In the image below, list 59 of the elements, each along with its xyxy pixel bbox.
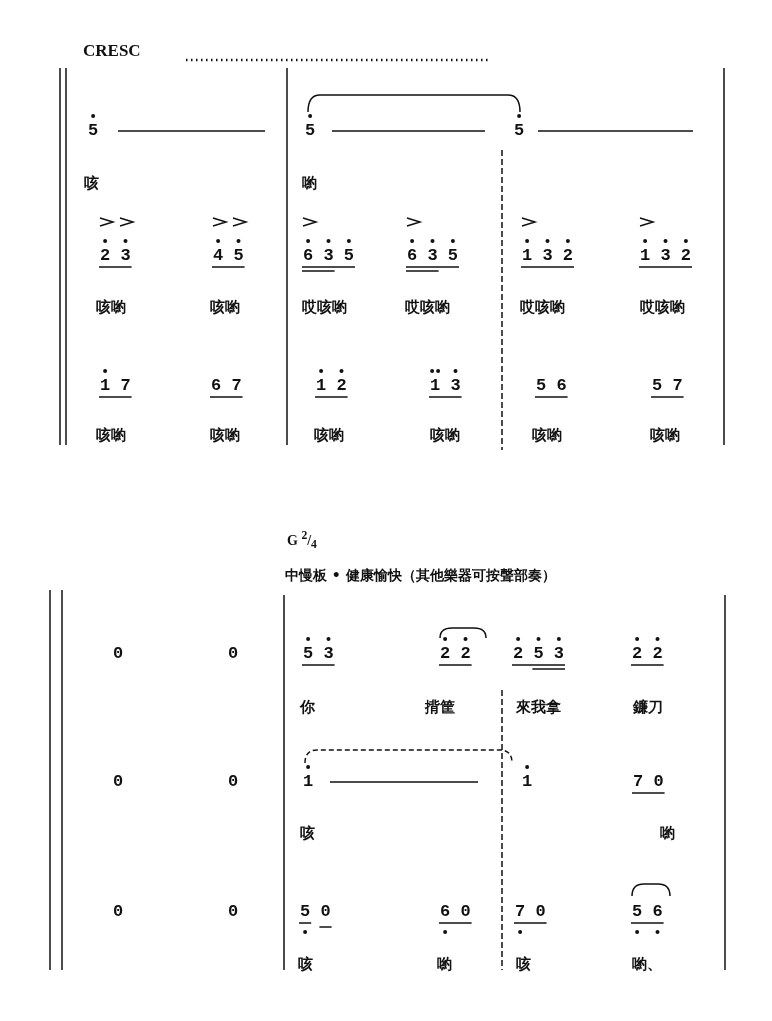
jianpu-note: 5 6: [536, 377, 567, 394]
tempo-marking: 中慢板 • 健康愉快（其他樂器可按聲部奏）: [285, 568, 556, 582]
lyric-text: 咳喲: [96, 428, 126, 443]
lyric-text: 喲: [302, 176, 317, 191]
jianpu-note: 1 7: [100, 377, 131, 394]
lyric-text: 喲: [660, 826, 675, 841]
jianpu-note: 5 7: [652, 377, 683, 394]
lyric-text: 喲: [437, 957, 452, 972]
jianpu-note: 5 3: [303, 645, 334, 662]
jianpu-note: 1 3 2: [522, 247, 573, 264]
jianpu-note: 2 3: [100, 247, 131, 264]
jianpu-note: 0: [113, 645, 124, 662]
jianpu-note: 0: [113, 903, 124, 920]
lyric-text: 哎咳喲: [640, 300, 685, 315]
jianpu-note: 5 0: [300, 903, 331, 920]
jianpu-note: 5: [88, 122, 99, 139]
jianpu-note: 5: [514, 122, 525, 139]
lyric-text: 咳: [516, 957, 531, 972]
lyric-text: 哎咳喲: [405, 300, 450, 315]
lyric-text: 咳喲: [532, 428, 562, 443]
lyric-text: 咳喲: [96, 300, 126, 315]
lyric-text: 鐮刀: [633, 700, 663, 715]
jianpu-note: 7 0: [515, 903, 546, 920]
jianpu-note: 6 7: [211, 377, 242, 394]
lyric-text: 你: [300, 700, 315, 715]
jianpu-note: 5 6: [632, 903, 663, 920]
lyric-text: 咳喲: [650, 428, 680, 443]
jianpu-note: 1 3 2: [640, 247, 691, 264]
key-signature: G $^{2}$/$_{4}$: [287, 530, 317, 552]
lyric-text: 咳喲: [430, 428, 460, 443]
jianpu-note: 0: [228, 773, 239, 790]
jianpu-note: 2 5 3: [513, 645, 564, 662]
jianpu-note: 4 5: [213, 247, 244, 264]
lyric-text: 咳喲: [210, 428, 240, 443]
jianpu-note: 1: [303, 773, 314, 790]
jianpu-note: 1 3: [430, 377, 461, 394]
lyric-text: 咳: [298, 957, 313, 972]
lyric-text: 咳喲: [210, 300, 240, 315]
jianpu-note: 0: [228, 645, 239, 662]
dynamics-marking: CRESC: [83, 42, 141, 59]
lyric-text: 咳喲: [314, 428, 344, 443]
lyric-text: 哎咳喲: [302, 300, 347, 315]
jianpu-note: 1: [522, 773, 533, 790]
jianpu-note: 6 3 5: [407, 247, 458, 264]
jianpu-note: 6 3 5: [303, 247, 354, 264]
lyric-text: 喲、: [632, 957, 662, 972]
lyric-text: 揹筐: [425, 700, 455, 715]
lyric-text: 來我拿: [516, 700, 561, 715]
lyric-text: 咳: [84, 176, 99, 191]
lyric-text: 咳: [300, 826, 315, 841]
jianpu-note: 0: [228, 903, 239, 920]
jianpu-note: 7 0: [633, 773, 664, 790]
jianpu-note: 2 2: [632, 645, 663, 662]
jianpu-note: 1 2: [316, 377, 347, 394]
jianpu-note: 2 2: [440, 645, 471, 662]
jianpu-note: 6 0: [440, 903, 471, 920]
lyric-text: 哎咳喲: [520, 300, 565, 315]
jianpu-note: 5: [305, 122, 316, 139]
jianpu-note: 0: [113, 773, 124, 790]
